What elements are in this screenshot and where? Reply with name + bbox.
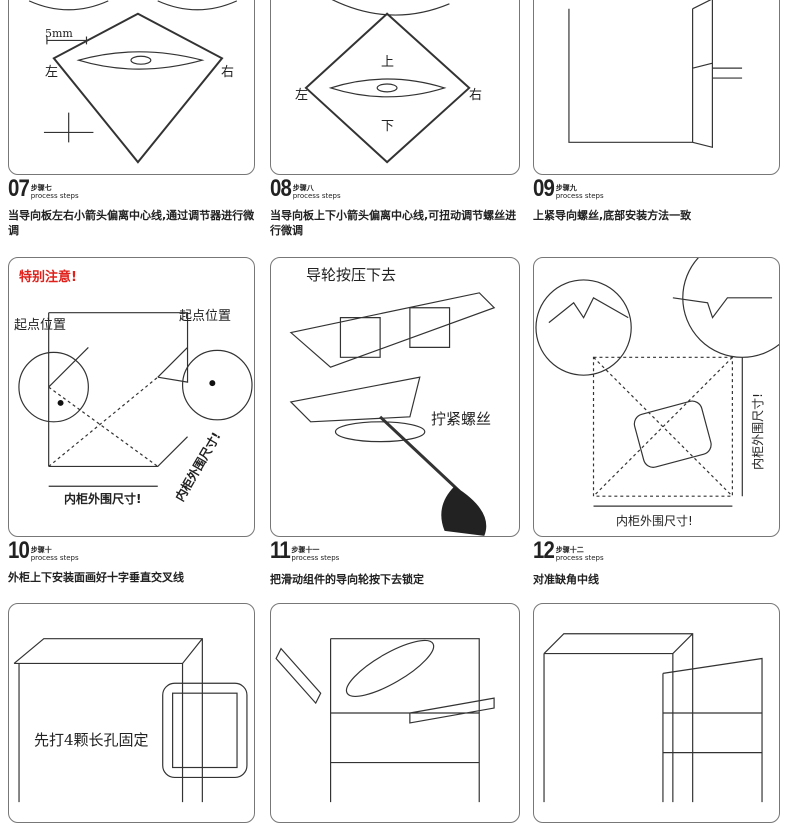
step-15-illustration	[533, 603, 780, 823]
step-cn: 步骤九	[555, 184, 577, 192]
dim-bottom-label: 内柜外围尺寸!	[64, 492, 142, 506]
step-en: process steps	[292, 192, 341, 200]
step-cn: 步骤七	[30, 184, 52, 192]
down-label: 下	[381, 119, 395, 134]
right-label: 右	[469, 88, 483, 103]
start-position-right: 起点位置	[179, 309, 232, 324]
step-number: 11	[270, 537, 291, 564]
left-label: 左	[45, 65, 59, 80]
dim-label: 5mm	[45, 27, 73, 40]
step-en: process steps	[291, 554, 340, 562]
step-10-description: 外柜上下安装面画好十字垂直交叉线	[8, 571, 184, 584]
left-label: 左	[295, 88, 309, 103]
right-label: 右	[221, 65, 235, 80]
step-en: process steps	[30, 554, 79, 562]
tighten-label: 拧紧螺丝	[431, 410, 492, 428]
warning-label: 特别注意!	[19, 270, 77, 285]
step-cn: 步骤八	[292, 184, 314, 192]
step-cn: 步骤十	[30, 546, 52, 554]
step-7-illustration: 5mm 左 右	[8, 0, 255, 175]
step-9-description: 上紧导向螺丝,底部安装方法一致	[533, 209, 692, 222]
step-cn: 步骤十一	[291, 546, 320, 554]
step-number: 12	[533, 537, 555, 564]
step-en: process steps	[30, 192, 79, 200]
step-12-illustration: 内柜外围尺寸! 内柜外围尺寸!	[533, 257, 780, 537]
dim-bottom-label: 内柜外围尺寸!	[616, 514, 693, 528]
step-7-description: 当导向板左右小箭头偏离中心线,通过调节器进行微调	[8, 209, 255, 237]
step-cn: 步骤十二	[555, 546, 584, 554]
step-en: process steps	[555, 192, 604, 200]
step-9-illustration	[533, 0, 780, 175]
step-10-illustration: 特别注意! 起点位置 起点位置 内柜外围尺寸! 内柜外围尺寸!	[8, 257, 255, 537]
press-label: 导轮按压下去	[306, 266, 397, 284]
step-8-description: 当导向板上下小箭头偏离中心线,可扭动调节螺丝进行微调	[270, 209, 517, 237]
dim-side-label: 内柜外围尺寸!	[750, 393, 765, 470]
step-12-description: 对准缺角中线	[533, 573, 599, 586]
step-number: 10	[8, 537, 30, 564]
step-14-illustration	[270, 603, 520, 823]
step-en: process steps	[555, 554, 604, 562]
up-label: 上	[381, 55, 395, 70]
step-number: 07	[8, 175, 30, 202]
step-11-illustration: 导轮按压下去 拧紧螺丝	[270, 257, 520, 537]
step-number: 09	[533, 175, 555, 202]
step-11-description: 把滑动组件的导向轮按下去锁定	[270, 573, 424, 586]
step-13-illustration: 先打4颗长孔固定	[8, 603, 255, 823]
step-8-illustration: 上 下 左 右	[270, 0, 520, 175]
step-number: 08	[270, 175, 292, 202]
start-position-left: 起点位置	[14, 318, 67, 333]
fix-note: 先打4颗长孔固定	[34, 731, 149, 749]
